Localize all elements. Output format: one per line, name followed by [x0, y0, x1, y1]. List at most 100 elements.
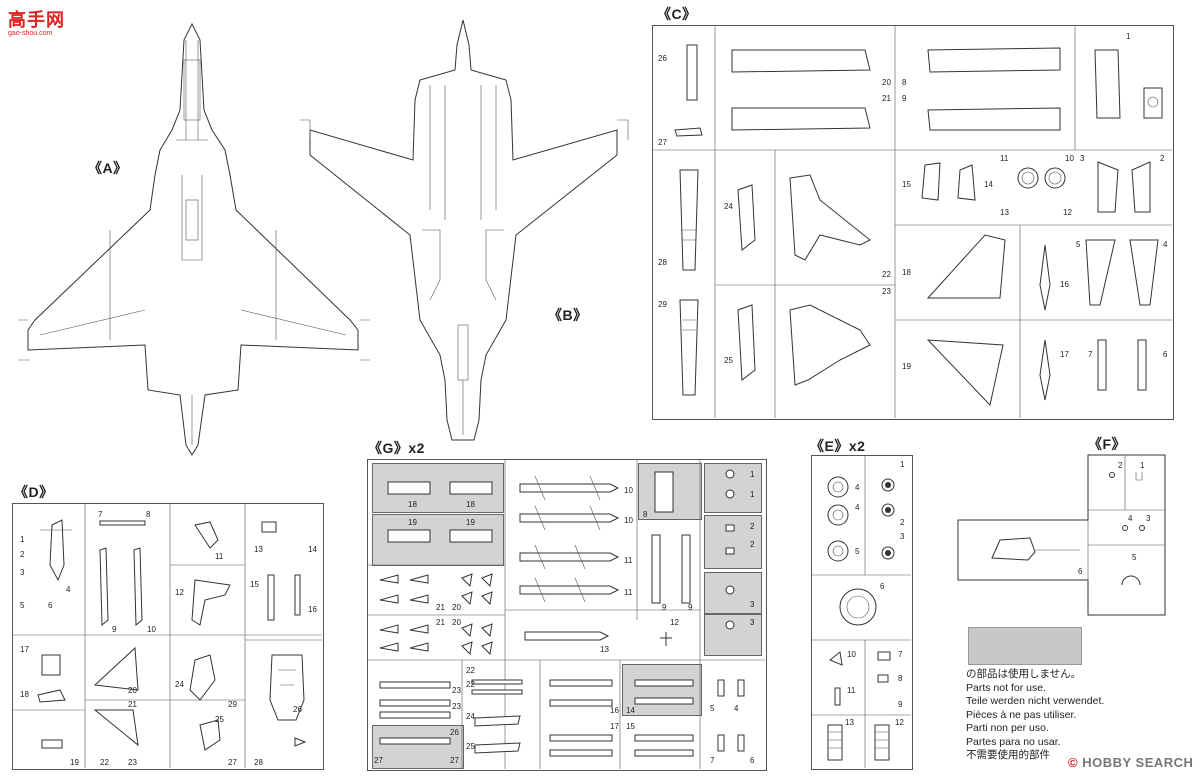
part-number: 19	[70, 758, 79, 767]
sprue-b-label: 《B》	[548, 307, 588, 323]
part-number: 13	[600, 645, 609, 654]
legend-line-zh: 不需要使用的部件	[966, 749, 1050, 761]
part-number: 9	[902, 94, 907, 103]
part-number: 5	[855, 547, 860, 556]
part-number: 15	[902, 180, 911, 189]
part-number: 19	[408, 518, 417, 527]
legend-line-fr: Pièces à ne pas utiliser.	[966, 708, 1077, 721]
part-number: 13	[254, 545, 263, 554]
part-number: 6	[1078, 567, 1083, 576]
part-number: 4	[1128, 514, 1133, 523]
part-number: 8	[898, 674, 903, 683]
part-number: 2	[750, 522, 755, 531]
part-number: 26	[293, 705, 302, 714]
part-number: 10	[147, 625, 156, 634]
part-number: 25	[215, 715, 224, 724]
part-number: 18	[408, 500, 417, 509]
part-number: 21	[436, 603, 445, 612]
part-number: 25	[724, 356, 733, 365]
part-number: 23	[452, 686, 461, 695]
sprue-c-label: 《C》	[657, 6, 697, 22]
part-number: 6	[750, 756, 755, 765]
part-number: 6	[880, 582, 885, 591]
part-number: 20	[452, 603, 461, 612]
part-number: 20	[128, 686, 137, 695]
sprue-a-label: 《A》	[88, 160, 128, 176]
part-number: 27	[374, 756, 383, 765]
part-number: 3	[750, 618, 755, 627]
part-number: 18	[20, 690, 29, 699]
part-number: 23	[452, 702, 461, 711]
site-logo-subtext: gao-shou.com	[8, 30, 53, 37]
part-number: 21	[128, 700, 137, 709]
part-number: 4	[66, 585, 71, 594]
part-number: 10	[847, 650, 856, 659]
part-number: 22	[882, 270, 891, 279]
unused-part-cell	[372, 725, 464, 769]
part-number: 4	[1163, 240, 1168, 249]
part-number: 25	[466, 742, 475, 751]
part-number: 16	[308, 605, 317, 614]
part-number: 5	[20, 601, 25, 610]
part-number: 11	[215, 552, 224, 561]
part-number: 22	[466, 680, 475, 689]
copyright-icon: ©	[1068, 755, 1079, 770]
part-number: 3	[750, 600, 755, 609]
part-number: 12	[1063, 208, 1072, 217]
part-number: 14	[626, 706, 635, 715]
part-number: 6	[1163, 350, 1168, 359]
part-number: 28	[658, 258, 667, 267]
part-number: 26	[658, 54, 667, 63]
part-number: 1	[750, 490, 755, 499]
sprue-g-label: 《G》x2	[368, 440, 425, 456]
sprue-d-label: 《D》	[14, 484, 54, 500]
part-number: 1	[1126, 32, 1131, 41]
part-number: 12	[175, 588, 184, 597]
part-number: 29	[658, 300, 667, 309]
part-number: 11	[1000, 154, 1009, 163]
part-number: 17	[1060, 350, 1069, 359]
part-number: 3	[20, 568, 25, 577]
part-number: 21	[882, 94, 891, 103]
part-number: 12	[670, 618, 679, 627]
part-number: 3	[1080, 154, 1085, 163]
part-number: 27	[658, 138, 667, 147]
sprue-c-frame	[652, 25, 1174, 420]
part-number: 7	[710, 756, 715, 765]
sprue-f-label: 《F》	[1088, 436, 1127, 452]
part-number: 18	[466, 500, 475, 509]
legend-line-it: Parti non per uso.	[966, 722, 1049, 734]
legend-text: の部品は使用しません。 Parts not for use. Teile wer…	[966, 668, 1104, 763]
part-number: 4	[734, 704, 739, 713]
part-number: 27	[450, 756, 459, 765]
part-number: 1	[900, 460, 905, 469]
legend-line-en: Parts not for use.	[966, 681, 1046, 694]
part-number: 9	[688, 603, 693, 612]
part-number: 9	[112, 625, 117, 634]
part-number: 18	[902, 268, 911, 277]
unused-part-cell	[704, 515, 762, 569]
part-number: 10	[1065, 154, 1074, 163]
part-number: 12	[895, 718, 904, 727]
part-number: 24	[724, 202, 733, 211]
part-number: 24	[466, 712, 475, 721]
part-number: 2	[1118, 461, 1123, 470]
part-number: 9	[662, 603, 667, 612]
part-number: 20	[452, 618, 461, 627]
part-number: 23	[882, 287, 891, 296]
part-number: 1	[750, 470, 755, 479]
part-number: 2	[1160, 154, 1165, 163]
part-number: 3	[900, 532, 905, 541]
part-number: 22	[100, 758, 109, 767]
part-number: 7	[98, 510, 103, 519]
legend-swatch	[968, 627, 1082, 665]
part-number: 29	[228, 700, 237, 709]
part-number: 13	[845, 718, 854, 727]
site-logo[interactable]: 高手网 gao-shou.com	[8, 6, 65, 37]
part-number: 14	[308, 545, 317, 554]
